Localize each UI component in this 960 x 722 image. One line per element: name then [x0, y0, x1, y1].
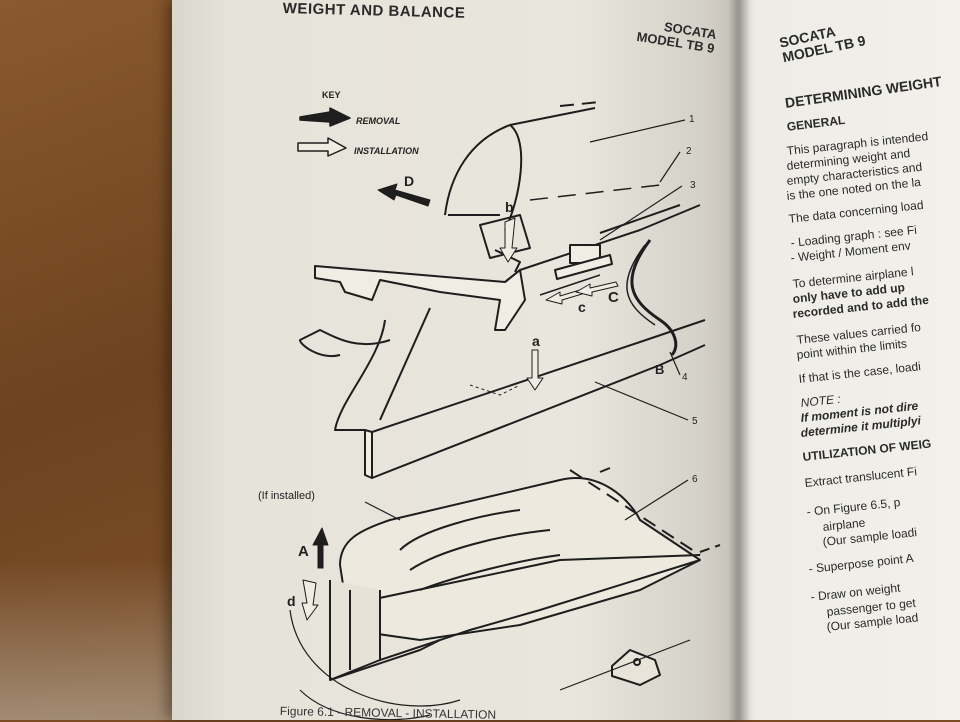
right-page — [738, 0, 960, 720]
direction-a-down-arrow-icon — [526, 349, 544, 391]
key-title: KEY — [322, 90, 341, 100]
letter-d: d — [287, 593, 296, 609]
letter-D: D — [404, 173, 414, 189]
callout-5: 5 — [692, 416, 698, 427]
callout-1: 1 — [689, 114, 695, 125]
letter-c: c — [578, 299, 586, 315]
installation-arrow-icon — [297, 137, 347, 157]
removal-arrow-icon — [299, 107, 351, 127]
if-installed-note: (If installed) — [258, 490, 315, 502]
book-gutter — [728, 0, 750, 720]
letter-a: a — [532, 333, 540, 349]
direction-b-arrow-icon — [499, 217, 518, 263]
key-removal-label: REMOVAL — [356, 116, 400, 126]
callout-4: 4 — [682, 372, 688, 383]
letter-b: b — [505, 199, 514, 215]
direction-c-arrow-icon — [545, 289, 583, 305]
callout-6: 6 — [692, 474, 698, 485]
direction-d-small-arrow-icon — [301, 579, 319, 621]
direction-C-arrow-icon — [575, 281, 619, 297]
key-installation-label: INSTALLATION — [354, 146, 419, 156]
letter-C: C — [608, 289, 619, 306]
letter-B: B — [655, 362, 664, 377]
callout-3: 3 — [690, 180, 696, 191]
direction-a-arrow-icon — [312, 527, 329, 569]
letter-A: A — [298, 543, 309, 560]
table-shadow — [0, 560, 200, 720]
direction-d-arrow-icon — [377, 183, 431, 207]
callout-2: 2 — [686, 146, 692, 157]
